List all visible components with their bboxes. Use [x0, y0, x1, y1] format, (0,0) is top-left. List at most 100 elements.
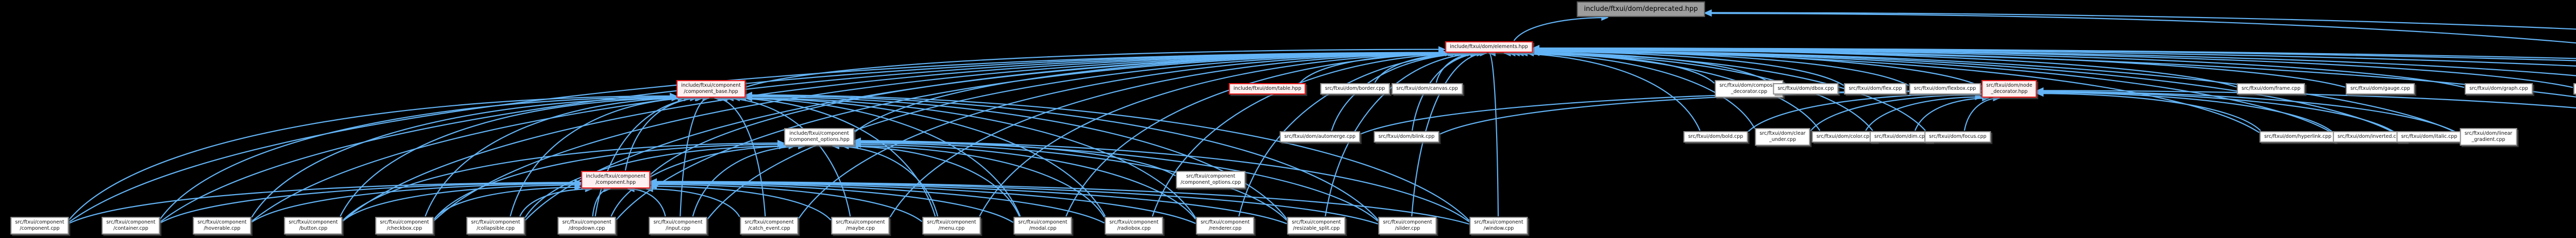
- include-edge: [69, 179, 582, 224]
- graph-node-frame[interactable]: src/ftxui/dom/frame.cpp: [2236, 83, 2306, 94]
- graph-node-lingrad[interactable]: src/ftxui/dom/linear_gradient.cpp: [2460, 128, 2517, 146]
- graph-node-label: src/ftxui/dom/gauge.cpp: [2350, 86, 2410, 92]
- include-edge: [649, 181, 923, 223]
- graph-node-b_hoverable[interactable]: src/ftxui/component/hoverable.cpp: [193, 217, 251, 234]
- graph-node-b_maybe[interactable]: src/ftxui/component/maybe.cpp: [831, 217, 890, 234]
- graph-node-clear_under[interactable]: src/ftxui/dom/clear_under.cpp: [1755, 128, 1810, 146]
- include-edge: [1508, 50, 1755, 129]
- graph-node-label: src/ftxui/component: [15, 219, 64, 226]
- graph-node-flex[interactable]: src/ftxui/dom/flex.cpp: [1844, 83, 1907, 94]
- include-edge: [627, 185, 666, 217]
- include-edge: [649, 178, 1469, 225]
- graph-node-flexbox[interactable]: src/ftxui/dom/flexbox.cpp: [1909, 83, 1981, 94]
- include-edge: [1865, 93, 1982, 131]
- graph-node-label: /window.cpp: [1483, 226, 1514, 231]
- graph-node-label: src/ftxui/component: [1200, 219, 1250, 226]
- graph-node-label: include/ftxui/component: [586, 173, 646, 180]
- graph-node-cbase[interactable]: include/ftxui/component/component_base.h…: [676, 80, 745, 98]
- graph-node-focus[interactable]: src/ftxui/dom/focus.cpp: [1924, 131, 1991, 142]
- graph-node-canvas[interactable]: src/ftxui/dom/canvas.cpp: [1392, 83, 1463, 94]
- graph-node-label: src/ftxui/dom/dim.cpp: [1874, 134, 1928, 140]
- graph-node-automerge[interactable]: src/ftxui/dom/automerge.cpp: [1279, 131, 1361, 142]
- graph-node-gauge[interactable]: src/ftxui/dom/gauge.cpp: [2346, 83, 2415, 94]
- include-edge: [1503, 50, 1701, 131]
- graph-node-hyperlink[interactable]: src/ftxui/dom/hyperlink.cpp: [2259, 131, 2336, 142]
- graph-node-copt_cpp[interactable]: src/ftxui/component/component_options.cp…: [1176, 171, 1246, 188]
- graph-node-italic[interactable]: src/ftxui/dom/italic.cpp: [2396, 131, 2462, 142]
- include-edge: [1963, 94, 2001, 131]
- include-edge: [1532, 49, 2260, 133]
- graph-node-copt_hpp[interactable]: include/ftxui/component/component_option…: [784, 128, 854, 146]
- graph-node-label: src/ftxui/dom/border.cpp: [1325, 86, 1385, 92]
- graph-node-b_input[interactable]: src/ftxui/component/input.cpp: [649, 217, 707, 234]
- graph-node-comp_hpp[interactable]: include/ftxui/component/component.hpp: [581, 171, 650, 188]
- include-edge: [69, 92, 677, 220]
- graph-node-label: include/ftxui/dom/deprecated.hpp: [1584, 5, 1698, 13]
- graph-node-deprecated[interactable]: include/ftxui/dom/deprecated.hpp: [1577, 1, 1705, 18]
- graph-node-label: src/ftxui/component: [289, 219, 338, 226]
- include-edge: [160, 50, 1446, 223]
- graph-node-b_dropdown[interactable]: src/ftxui/component/dropdown.cpp: [557, 217, 616, 234]
- graph-node-label: src/ftxui/dom/italic.cpp: [2401, 134, 2458, 140]
- graph-node-blink[interactable]: src/ftxui/dom/blink.cpp: [1374, 131, 1439, 142]
- graph-node-b_radiobox[interactable]: src/ftxui/component/radiobox.cpp: [1105, 217, 1163, 234]
- include-edge: [160, 93, 677, 219]
- include-edge: [649, 180, 1014, 223]
- include-edge: [744, 93, 1287, 219]
- graph-node-label: src/ftxui/component: [744, 219, 794, 226]
- graph-node-border[interactable]: src/ftxui/dom/border.cpp: [1320, 83, 1390, 94]
- graph-node-label: src/ftxui/component: [836, 219, 885, 226]
- graph-node-b_button[interactable]: src/ftxui/component/button.cpp: [284, 217, 343, 234]
- graph-node-gridbox[interactable]: src/ftxui/dom/gridbox.cpp: [2573, 83, 2576, 94]
- graph-node-label: src/ftxui/component: [1292, 219, 1341, 226]
- include-edge: [707, 50, 1462, 220]
- include-edge: [979, 50, 1471, 217]
- include-edge: [69, 49, 1446, 223]
- graph-node-b_component[interactable]: src/ftxui/component/component.cpp: [10, 217, 69, 234]
- include-edge: [1488, 50, 1499, 217]
- graph-node-graph_cpp[interactable]: src/ftxui/dom/graph.cpp: [2465, 83, 2533, 94]
- graph-node-b_checkbox[interactable]: src/ftxui/component/checkbox.cpp: [375, 217, 434, 234]
- graph-node-label: src/ftxui/component: [1186, 173, 1235, 180]
- graph-node-label: src/ftxui/component: [1383, 219, 1432, 226]
- graph-node-b_catch_event[interactable]: src/ftxui/component/catch_event.cpp: [740, 217, 799, 234]
- graph-node-label: src/ftxui/component: [1474, 219, 1523, 226]
- include-edge: [616, 50, 1459, 220]
- graph-node-b_collapsible[interactable]: src/ftxui/component/collapsible.cpp: [466, 217, 525, 234]
- graph-node-b_resizable[interactable]: src/ftxui/component/resizable_split.cpp: [1287, 217, 1346, 234]
- include-edge: [851, 142, 1105, 218]
- graph-node-color[interactable]: src/ftxui/dom/color.cpp: [1811, 131, 1877, 142]
- graph-node-node_dec[interactable]: src/ftxui/dom/node_decorator.hpp: [1981, 80, 2037, 98]
- graph-node-dim[interactable]: src/ftxui/dom/dim.cpp: [1870, 131, 1933, 142]
- include-edge: [2036, 90, 2261, 131]
- graph-node-label: src/ftxui/dom/flex.cpp: [1849, 86, 1902, 92]
- graph-node-b_renderer[interactable]: src/ftxui/component/renderer.cpp: [1196, 217, 1255, 234]
- graph-node-table_hpp[interactable]: include/ftxui/dom/table.hpp: [1229, 83, 1306, 94]
- graph-node-dbox[interactable]: src/ftxui/dom/dbox.cpp: [1773, 83, 1839, 94]
- graph-node-elements[interactable]: include/ftxui/dom/elements.hpp: [1445, 41, 1533, 53]
- graph-node-label: /slider.cpp: [1395, 226, 1420, 231]
- graph-node-b_menu[interactable]: src/ftxui/component/menu.cpp: [922, 217, 981, 234]
- graph-node-label: _gradient.cpp: [2471, 137, 2505, 142]
- include-edge: [524, 142, 787, 218]
- graph-node-label: src/ftxui/dom/graph.cpp: [2469, 86, 2528, 92]
- include-edge: [433, 184, 582, 220]
- graph-node-b_container[interactable]: src/ftxui/component/container.cpp: [101, 217, 160, 234]
- graph-node-label: src/ftxui/dom/node: [1986, 83, 2032, 89]
- graph-node-label: src/ftxui/component: [927, 219, 976, 226]
- graph-node-inverted[interactable]: src/ftxui/dom/inverted.cpp: [2333, 131, 2407, 142]
- graph-node-b_slider[interactable]: src/ftxui/component/slider.cpp: [1378, 217, 1437, 234]
- graph-node-b_modal[interactable]: src/ftxui/component/modal.cpp: [1013, 217, 1072, 234]
- include-edge: [649, 179, 1196, 224]
- include-edge: [1704, 10, 2576, 44]
- include-edge: [342, 182, 582, 222]
- include-edge: [744, 92, 1379, 220]
- graph-node-b_window[interactable]: src/ftxui/component/window.cpp: [1469, 217, 1528, 234]
- include-edge: [853, 141, 1196, 220]
- graph-node-label: src/ftxui/dom/automerge.cpp: [1284, 134, 1356, 140]
- include-edge: [738, 94, 1106, 217]
- graph-node-label: src/ftxui/dom/clear: [1759, 131, 1806, 137]
- graph-node-label: src/ftxui/dom/canvas.cpp: [1396, 86, 1458, 92]
- graph-node-bold[interactable]: src/ftxui/dom/bold.cpp: [1683, 131, 1748, 142]
